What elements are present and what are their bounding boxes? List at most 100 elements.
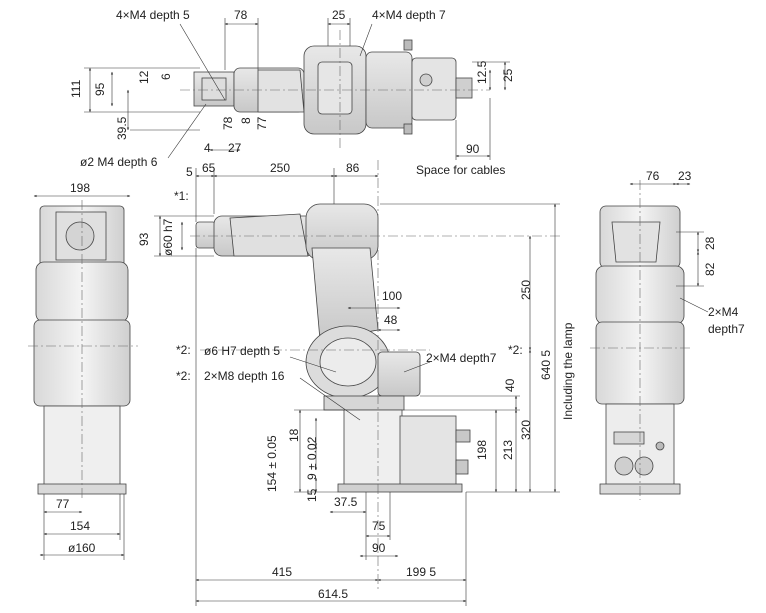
- right-panel: [613, 431, 645, 445]
- left-head-flange: [55, 211, 107, 261]
- label-top-tap-left: 4×M4 depth 5: [116, 8, 190, 22]
- top-tab-1: [403, 39, 413, 51]
- side-connector-1: [455, 429, 471, 443]
- right-view-centerlines: [590, 180, 690, 500]
- right-port-3: [655, 441, 665, 451]
- label-top-78v: 78: [221, 116, 235, 130]
- leader-m8: [299, 377, 361, 421]
- label-bottom-199-5: 199 5: [406, 565, 437, 579]
- leader-top-hole: [167, 103, 207, 159]
- label-top-77v: 77: [255, 116, 269, 130]
- label-bottom-415: 415: [272, 565, 293, 579]
- label-note-2c: *2:: [176, 369, 191, 383]
- side-base: [343, 409, 403, 487]
- side-connector-2: [455, 459, 469, 475]
- label-left-198: 198: [70, 181, 91, 195]
- label-mid-320: 320: [519, 419, 533, 440]
- label-right-76: 76: [646, 169, 660, 183]
- leader-right-m4: [679, 297, 709, 313]
- side-view-dimensions: [154, 168, 560, 606]
- label-space-for-cables: Space for cables: [416, 163, 506, 177]
- label-mid-154: 154 ± 0.05: [265, 435, 279, 492]
- label-top-27: 27: [228, 141, 242, 155]
- label-mid-hole-6h7: ø6 H7 depth 5: [204, 344, 281, 358]
- label-mid-250: 250: [270, 161, 291, 175]
- label-top-4: 4: [204, 141, 211, 155]
- leader-m4: [403, 361, 431, 373]
- label-top-78: 78: [234, 8, 248, 22]
- top-view-dimensions: [84, 18, 510, 160]
- label-note-1: *1:: [174, 189, 189, 203]
- label-mid-640: 640 5: [539, 349, 553, 380]
- label-mid-9: 9 ± 0.02: [305, 436, 319, 480]
- label-top-12-5: 12.5: [475, 60, 489, 84]
- label-top-39-5: 39.5: [115, 116, 129, 140]
- left-head-hub: [65, 221, 95, 251]
- top-forearm-cover: [257, 69, 305, 113]
- label-mid-100: 100: [382, 289, 403, 303]
- leader-top-tap-left: [179, 23, 226, 101]
- label-top-25v: 25: [501, 68, 515, 82]
- side-forearm-cover: [229, 213, 309, 257]
- left-view-centerlines: [28, 200, 138, 500]
- label-top-8: 8: [239, 117, 253, 124]
- label-including-lamp: Including the lamp: [561, 322, 575, 420]
- right-view-dimensions: [629, 182, 709, 313]
- label-mid-tap-m4: 2×M4 depth7: [426, 351, 497, 365]
- top-shoulder-cap: [317, 61, 353, 115]
- label-left-154: 154: [70, 519, 91, 533]
- label-top-25: 25: [332, 8, 346, 22]
- right-port-2: [634, 456, 654, 476]
- label-note-2b: *2:: [508, 343, 523, 357]
- side-view-centerlines: [190, 160, 560, 590]
- label-top-hole: ø2 M4 depth 6: [80, 155, 158, 169]
- label-mid-40: 40: [503, 378, 517, 392]
- label-mid-93: 93: [137, 232, 151, 246]
- label-mid-60h7: ø60 h7: [161, 218, 175, 256]
- label-mid-18: 18: [287, 428, 301, 442]
- label-top-90: 90: [466, 142, 480, 156]
- right-port-1: [614, 456, 634, 476]
- top-tool-flange-inner: [201, 77, 227, 101]
- label-mid-90: 90: [372, 541, 386, 555]
- label-mid-tap-m8: 2×M8 depth 16: [204, 369, 285, 383]
- top-bolt: [419, 73, 433, 87]
- label-bottom-614-5: 614.5: [318, 587, 349, 601]
- label-right-23: 23: [678, 169, 692, 183]
- top-connector: [455, 77, 473, 99]
- leader-top-tap-right: [359, 23, 373, 57]
- label-top-tap-right: 4×M4 depth 7: [372, 8, 446, 22]
- label-right-tap-depth: depth7: [708, 322, 745, 336]
- label-mid-37-5: 37.5: [334, 495, 358, 509]
- side-view: [195, 203, 471, 493]
- label-mid-86: 86: [346, 161, 360, 175]
- top-view: [193, 39, 473, 135]
- left-view-dimensions: [33, 194, 131, 560]
- leader-6h7: [289, 356, 337, 373]
- top-view-centerlines: [180, 30, 490, 150]
- label-mid-65: 65: [202, 161, 216, 175]
- side-shoulder-motor: [377, 351, 421, 397]
- label-mid-5: 5: [186, 165, 193, 179]
- label-left-160: ø160: [68, 541, 96, 555]
- side-base-plate: [337, 483, 463, 493]
- label-right-82: 82: [703, 262, 717, 276]
- label-top-12: 12: [137, 70, 151, 84]
- label-top-111: 111: [69, 79, 83, 98]
- label-mid-75: 75: [372, 519, 386, 533]
- label-mid-48: 48: [384, 313, 398, 327]
- label-note-2a: *2:: [176, 343, 191, 357]
- label-top-95: 95: [93, 82, 107, 96]
- label-mid-250v: 250: [519, 279, 533, 300]
- label-right-tap-m4: 2×M4: [708, 305, 739, 319]
- label-left-77: 77: [56, 497, 70, 511]
- label-top-6: 6: [159, 73, 173, 80]
- label-mid-198v: 198: [475, 439, 489, 460]
- label-mid-213: 213: [501, 439, 515, 460]
- side-tool-flange: [195, 221, 217, 249]
- top-tab-2: [403, 123, 413, 135]
- side-shoulder-inner: [319, 337, 377, 387]
- label-mid-15: 15: [305, 488, 319, 502]
- top-base-rear: [411, 57, 457, 121]
